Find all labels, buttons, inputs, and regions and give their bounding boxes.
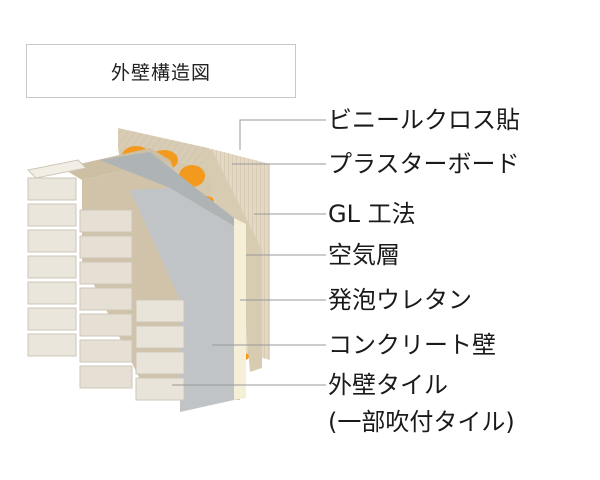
- label-concrete-wall: コンクリート壁: [328, 331, 496, 359]
- label-exterior-tile: 外壁タイル: [328, 371, 448, 399]
- label-plaster-board: プラスターボード: [328, 150, 520, 178]
- gl-layer: [200, 150, 262, 372]
- diagram-title: 外壁構造図: [26, 44, 296, 98]
- label-air-layer: 空気層: [328, 241, 400, 269]
- exterior-tiles: [26, 159, 185, 401]
- leader-lines: [172, 119, 326, 386]
- label-urethane-foam: 発泡ウレタン: [328, 286, 472, 314]
- label-gl-method: GL 工法: [328, 200, 416, 228]
- cream-layer: [234, 218, 246, 400]
- label-vinyl-cloth: ビニールクロス貼: [328, 106, 520, 134]
- plaster-board-top: [100, 152, 234, 226]
- label-partial-spray-tile: (一部吹付タイル): [328, 408, 515, 436]
